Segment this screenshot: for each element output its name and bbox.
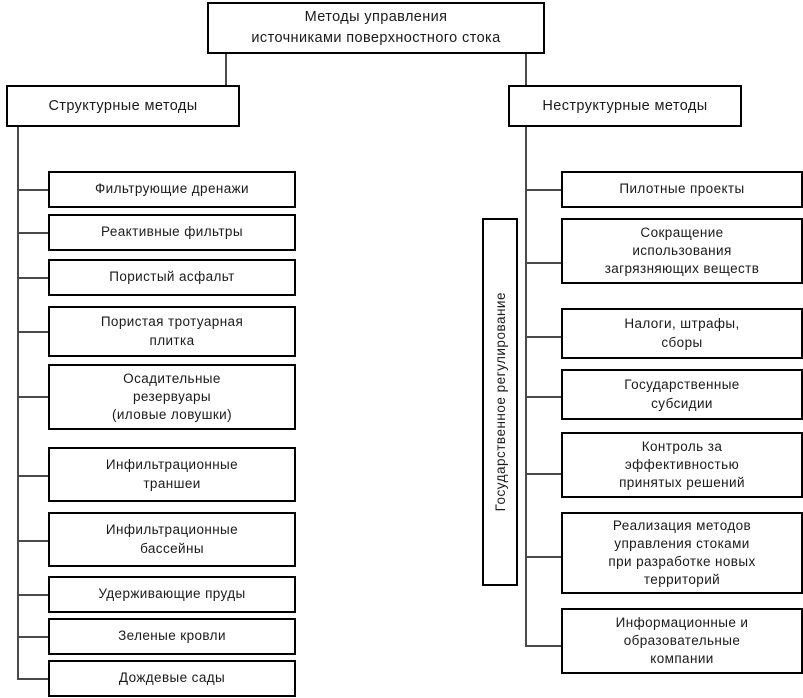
connector-right-stub-5 [525,473,563,475]
connector-right-stub-6 [525,556,563,558]
leaf-box-nonstructural-7: Информационные и образовательные компани… [561,608,803,674]
group-box-government-regulation: Государственное регулирование [482,218,518,586]
leaf-box-structural-8: Удерживающие пруды [48,576,296,613]
connector-left-trunk [17,127,19,679]
leaf-label: Контроль за эффективностью принятых реше… [619,438,745,491]
category-box-structural: Структурные методы [6,85,240,127]
leaf-box-nonstructural-3: Налоги, штрафы, сборы [561,308,803,359]
leaf-box-structural-4: Пористая тротуарная плитка [48,306,296,357]
leaf-label: Реализация методов управления стоками пр… [608,517,756,588]
connector-left-stub-3 [17,277,50,279]
diagram-title-text: Методы управления источниками поверхност… [251,8,501,46]
connector-left-stub-10 [17,678,50,680]
leaf-box-structural-7: Инфильтрационные бассейны [48,512,296,567]
leaf-box-structural-9: Зеленые кровли [48,618,296,655]
leaf-box-structural-6: Инфильтрационные траншеи [48,447,296,502]
leaf-box-structural-5: Осадительные резервуары (иловые ловушки) [48,364,296,430]
leaf-label: Реактивные фильтры [101,224,243,240]
connector-left-stub-9 [17,636,50,638]
leaf-label: Инфильтрационные бассейны [105,522,239,556]
leaf-label: Государственные субсидии [624,377,740,411]
connector-right-stub-4 [525,396,563,398]
leaf-label: Осадительные резервуары (иловые ловушки) [111,370,233,423]
connector-right-stub-1 [525,189,563,191]
connector-left-stub-4 [17,331,50,333]
connector-right-stub-3 [525,336,563,338]
category-label-structural: Структурные методы [48,98,198,114]
leaf-box-structural-1: Фильтрующие дренажи [48,171,296,208]
leaf-box-nonstructural-5: Контроль за эффективностью принятых реше… [561,432,803,498]
connector-left-stub-6 [17,475,50,477]
connector-title-to-right [525,54,527,87]
leaf-label: Пористый асфальт [109,269,235,285]
leaf-box-nonstructural-1: Пилотные проекты [561,171,803,208]
connector-left-stub-2 [17,232,50,234]
diagram-title-box: Методы управления источниками поверхност… [207,2,545,54]
leaf-label: Инфильтрационные траншеи [105,457,239,491]
leaf-box-structural-2: Реактивные фильтры [48,214,296,251]
leaf-label: Дождевые сады [118,670,226,686]
group-label-government-regulation: Государственное регулирование [492,292,508,512]
connector-title-to-left [225,54,227,87]
connector-right-stub-2 [525,262,563,264]
leaf-label: Удерживающие пруды [98,586,246,602]
category-label-nonstructural: Неструктурные методы [542,98,708,114]
connector-left-stub-7 [17,540,50,542]
connector-right-stub-7 [525,645,563,647]
leaf-box-structural-3: Пористый асфальт [48,259,296,296]
connector-left-stub-5 [17,396,50,398]
leaf-label: Сокращение использования загрязняющих ве… [604,224,760,277]
connector-right-trunk [525,127,527,645]
leaf-label: Пористая тротуарная плитка [100,314,244,348]
connector-left-stub-8 [17,594,50,596]
category-box-nonstructural: Неструктурные методы [508,85,742,127]
leaf-label: Информационные и образовательные компани… [615,614,749,667]
connector-left-stub-1 [17,189,50,191]
leaf-label: Зеленые кровли [118,628,226,644]
leaf-box-nonstructural-4: Государственные субсидии [561,369,803,420]
leaf-label: Пилотные проекты [619,181,745,197]
leaf-label: Фильтрующие дренажи [94,181,249,197]
leaf-label: Налоги, штрафы, сборы [624,316,740,350]
leaf-box-nonstructural-2: Сокращение использования загрязняющих ве… [561,218,803,284]
leaf-box-structural-10: Дождевые сады [48,660,296,697]
leaf-box-nonstructural-6: Реализация методов управления стоками пр… [561,512,803,594]
